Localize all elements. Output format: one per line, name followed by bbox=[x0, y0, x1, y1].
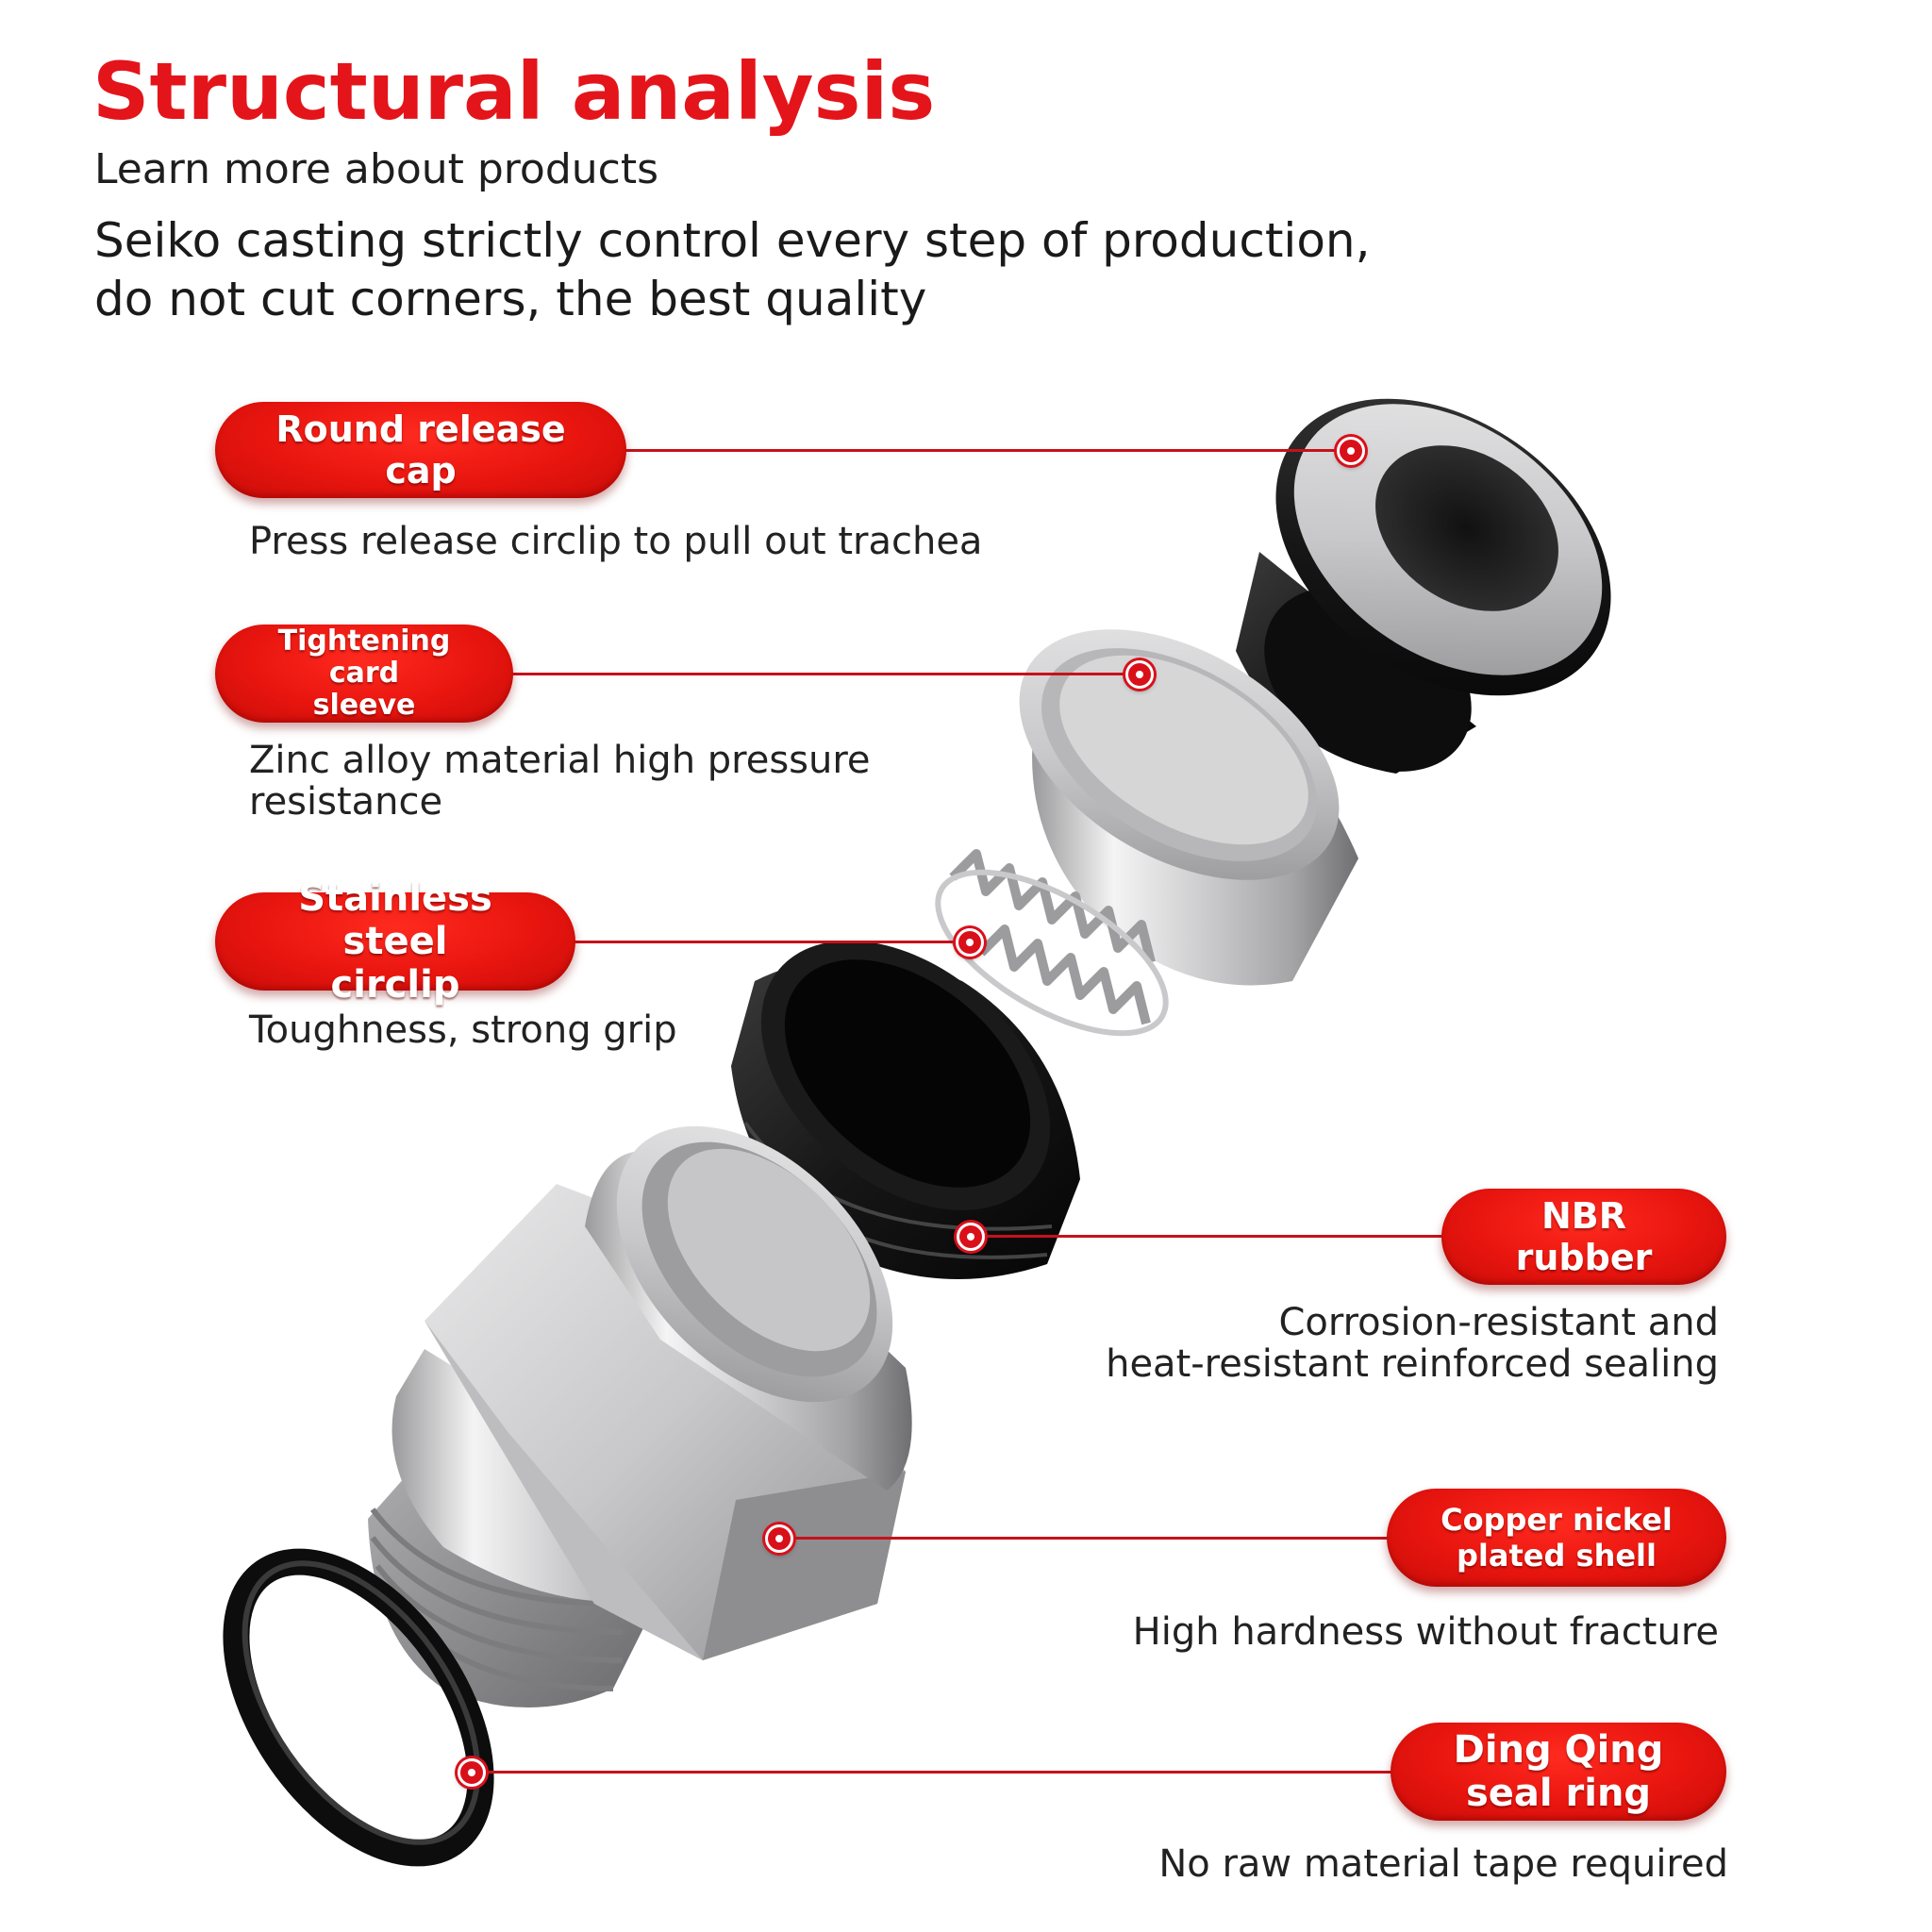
marker-dot-nbr-rubber bbox=[957, 1223, 985, 1251]
description-line-2: resistance bbox=[249, 780, 443, 824]
description-ding-qing-seal-ring: No raw material tape required bbox=[1158, 1842, 1728, 1886]
intro-line-2: do not cut corners, the best quality bbox=[94, 272, 927, 326]
intro-line-1: Seiko casting strictly control every ste… bbox=[94, 213, 1371, 268]
label-text-line-2: sleeve bbox=[312, 689, 416, 722]
description-copper-nickel-plated-shell: High hardness without fracture bbox=[1132, 1610, 1719, 1654]
label-nbr-rubber: NBR rubber bbox=[1441, 1189, 1726, 1285]
marker-dot-seal-ring bbox=[458, 1758, 486, 1787]
description-round-release-cap: Press release circlip to pull out trache… bbox=[249, 520, 983, 563]
intro-text: Seiko casting strictly control every ste… bbox=[94, 211, 1371, 328]
label-copper-nickel-plated-shell: Copper nickel plated shell bbox=[1387, 1489, 1726, 1587]
label-ding-qing-seal-ring: Ding Qing seal ring bbox=[1391, 1723, 1726, 1821]
label-text-line-1: Stainless steel bbox=[298, 876, 492, 963]
circlip-illustration bbox=[935, 849, 1169, 1037]
leader-line-shell bbox=[779, 1537, 1392, 1540]
leader-line-release-cap bbox=[623, 449, 1349, 452]
label-text-line-2: seal ring bbox=[1465, 1772, 1652, 1815]
label-text-line-2: plated shell bbox=[1457, 1538, 1657, 1574]
label-stainless-steel-circlip: Stainless steel circlip bbox=[215, 876, 575, 1007]
label-text: Round release cap bbox=[275, 408, 566, 491]
card-sleeve-illustration bbox=[1019, 629, 1358, 986]
description-stainless-steel-circlip: Toughness, strong grip bbox=[249, 1008, 677, 1052]
description-tightening-card-sleeve: Zinc alloy material high pressure resist… bbox=[249, 740, 871, 823]
label-round-release-cap: Round release cap bbox=[215, 402, 626, 498]
description-line-1: Corrosion-resistant and bbox=[1278, 1301, 1719, 1344]
seal-ring-illustration bbox=[223, 1548, 494, 1867]
page-title: Structural analysis bbox=[92, 45, 936, 138]
description-line-1: Zinc alloy material high pressure bbox=[249, 739, 871, 782]
leader-line-seal-ring bbox=[474, 1771, 1394, 1774]
label-text-line-2: circlip bbox=[330, 963, 460, 1007]
page-subtitle: Learn more about products bbox=[94, 145, 659, 193]
description-nbr-rubber: Corrosion-resistant and heat-resistant r… bbox=[1106, 1302, 1719, 1385]
marker-dot-circlip bbox=[956, 928, 984, 957]
leader-line-circlip bbox=[572, 941, 972, 943]
marker-dot-shell bbox=[765, 1524, 793, 1553]
marker-dot-release-cap bbox=[1337, 437, 1365, 465]
description-line-2: heat-resistant reinforced sealing bbox=[1106, 1342, 1719, 1386]
label-text-line-1: Tightening card bbox=[277, 625, 451, 690]
leader-line-card-sleeve bbox=[509, 673, 1140, 675]
label-text-line-1: Copper nickel bbox=[1441, 1502, 1673, 1538]
marker-dot-card-sleeve bbox=[1125, 660, 1154, 689]
label-tightening-card-sleeve: Tightening card sleeve bbox=[215, 625, 513, 723]
label-text-line-1: Ding Qing bbox=[1453, 1728, 1664, 1772]
leader-line-nbr-rubber bbox=[972, 1235, 1445, 1238]
label-text: NBR rubber bbox=[1515, 1195, 1653, 1278]
